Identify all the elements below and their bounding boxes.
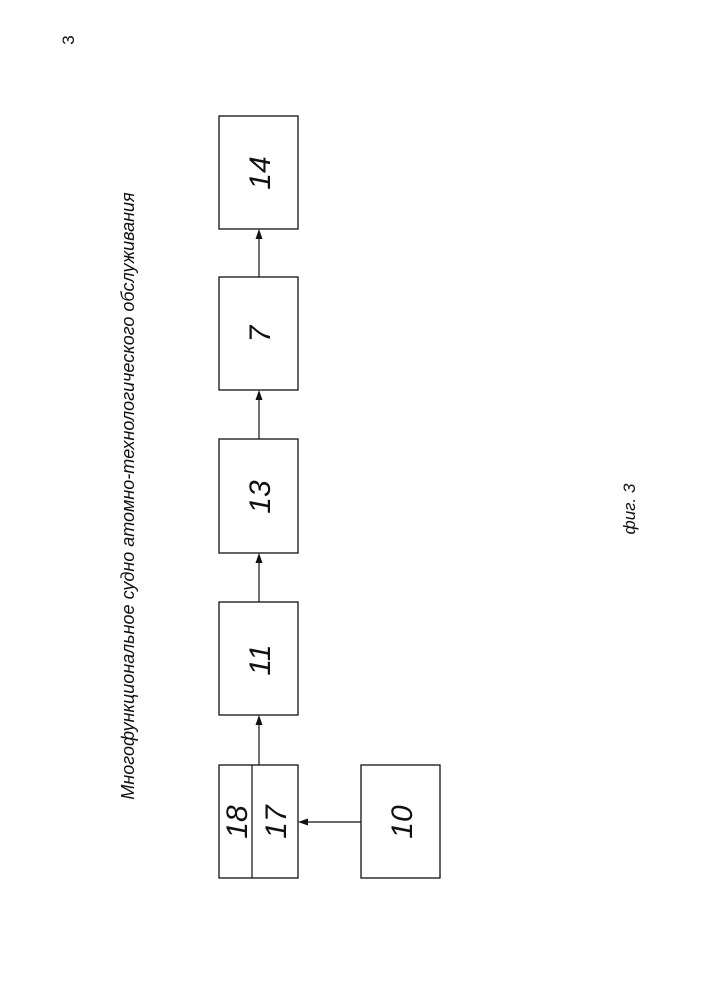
block-14: 14 <box>219 116 298 229</box>
block-10-label: 10 <box>386 805 419 839</box>
block-11-label: 11 <box>244 644 277 675</box>
block-18-label: 18 <box>221 805 254 839</box>
block-7-label: 7 <box>244 324 277 342</box>
arrow-13-to-7 <box>256 390 263 439</box>
block-11: 11 <box>219 602 298 715</box>
block-13-label: 13 <box>244 480 277 514</box>
block-18-17: 18 17 <box>219 765 298 878</box>
arrow-10-to-17 <box>298 819 361 826</box>
arrow-11-to-13 <box>256 553 263 602</box>
block-17-label: 17 <box>260 804 293 839</box>
arrow-17-to-11 <box>256 715 263 765</box>
block-7: 7 <box>219 277 298 390</box>
arrow-7-to-14 <box>256 229 263 277</box>
block-10: 10 <box>361 765 440 878</box>
block-14-label: 14 <box>244 156 277 189</box>
block-13: 13 <box>219 439 298 553</box>
figure-caption: фиг. 3 <box>619 469 641 549</box>
